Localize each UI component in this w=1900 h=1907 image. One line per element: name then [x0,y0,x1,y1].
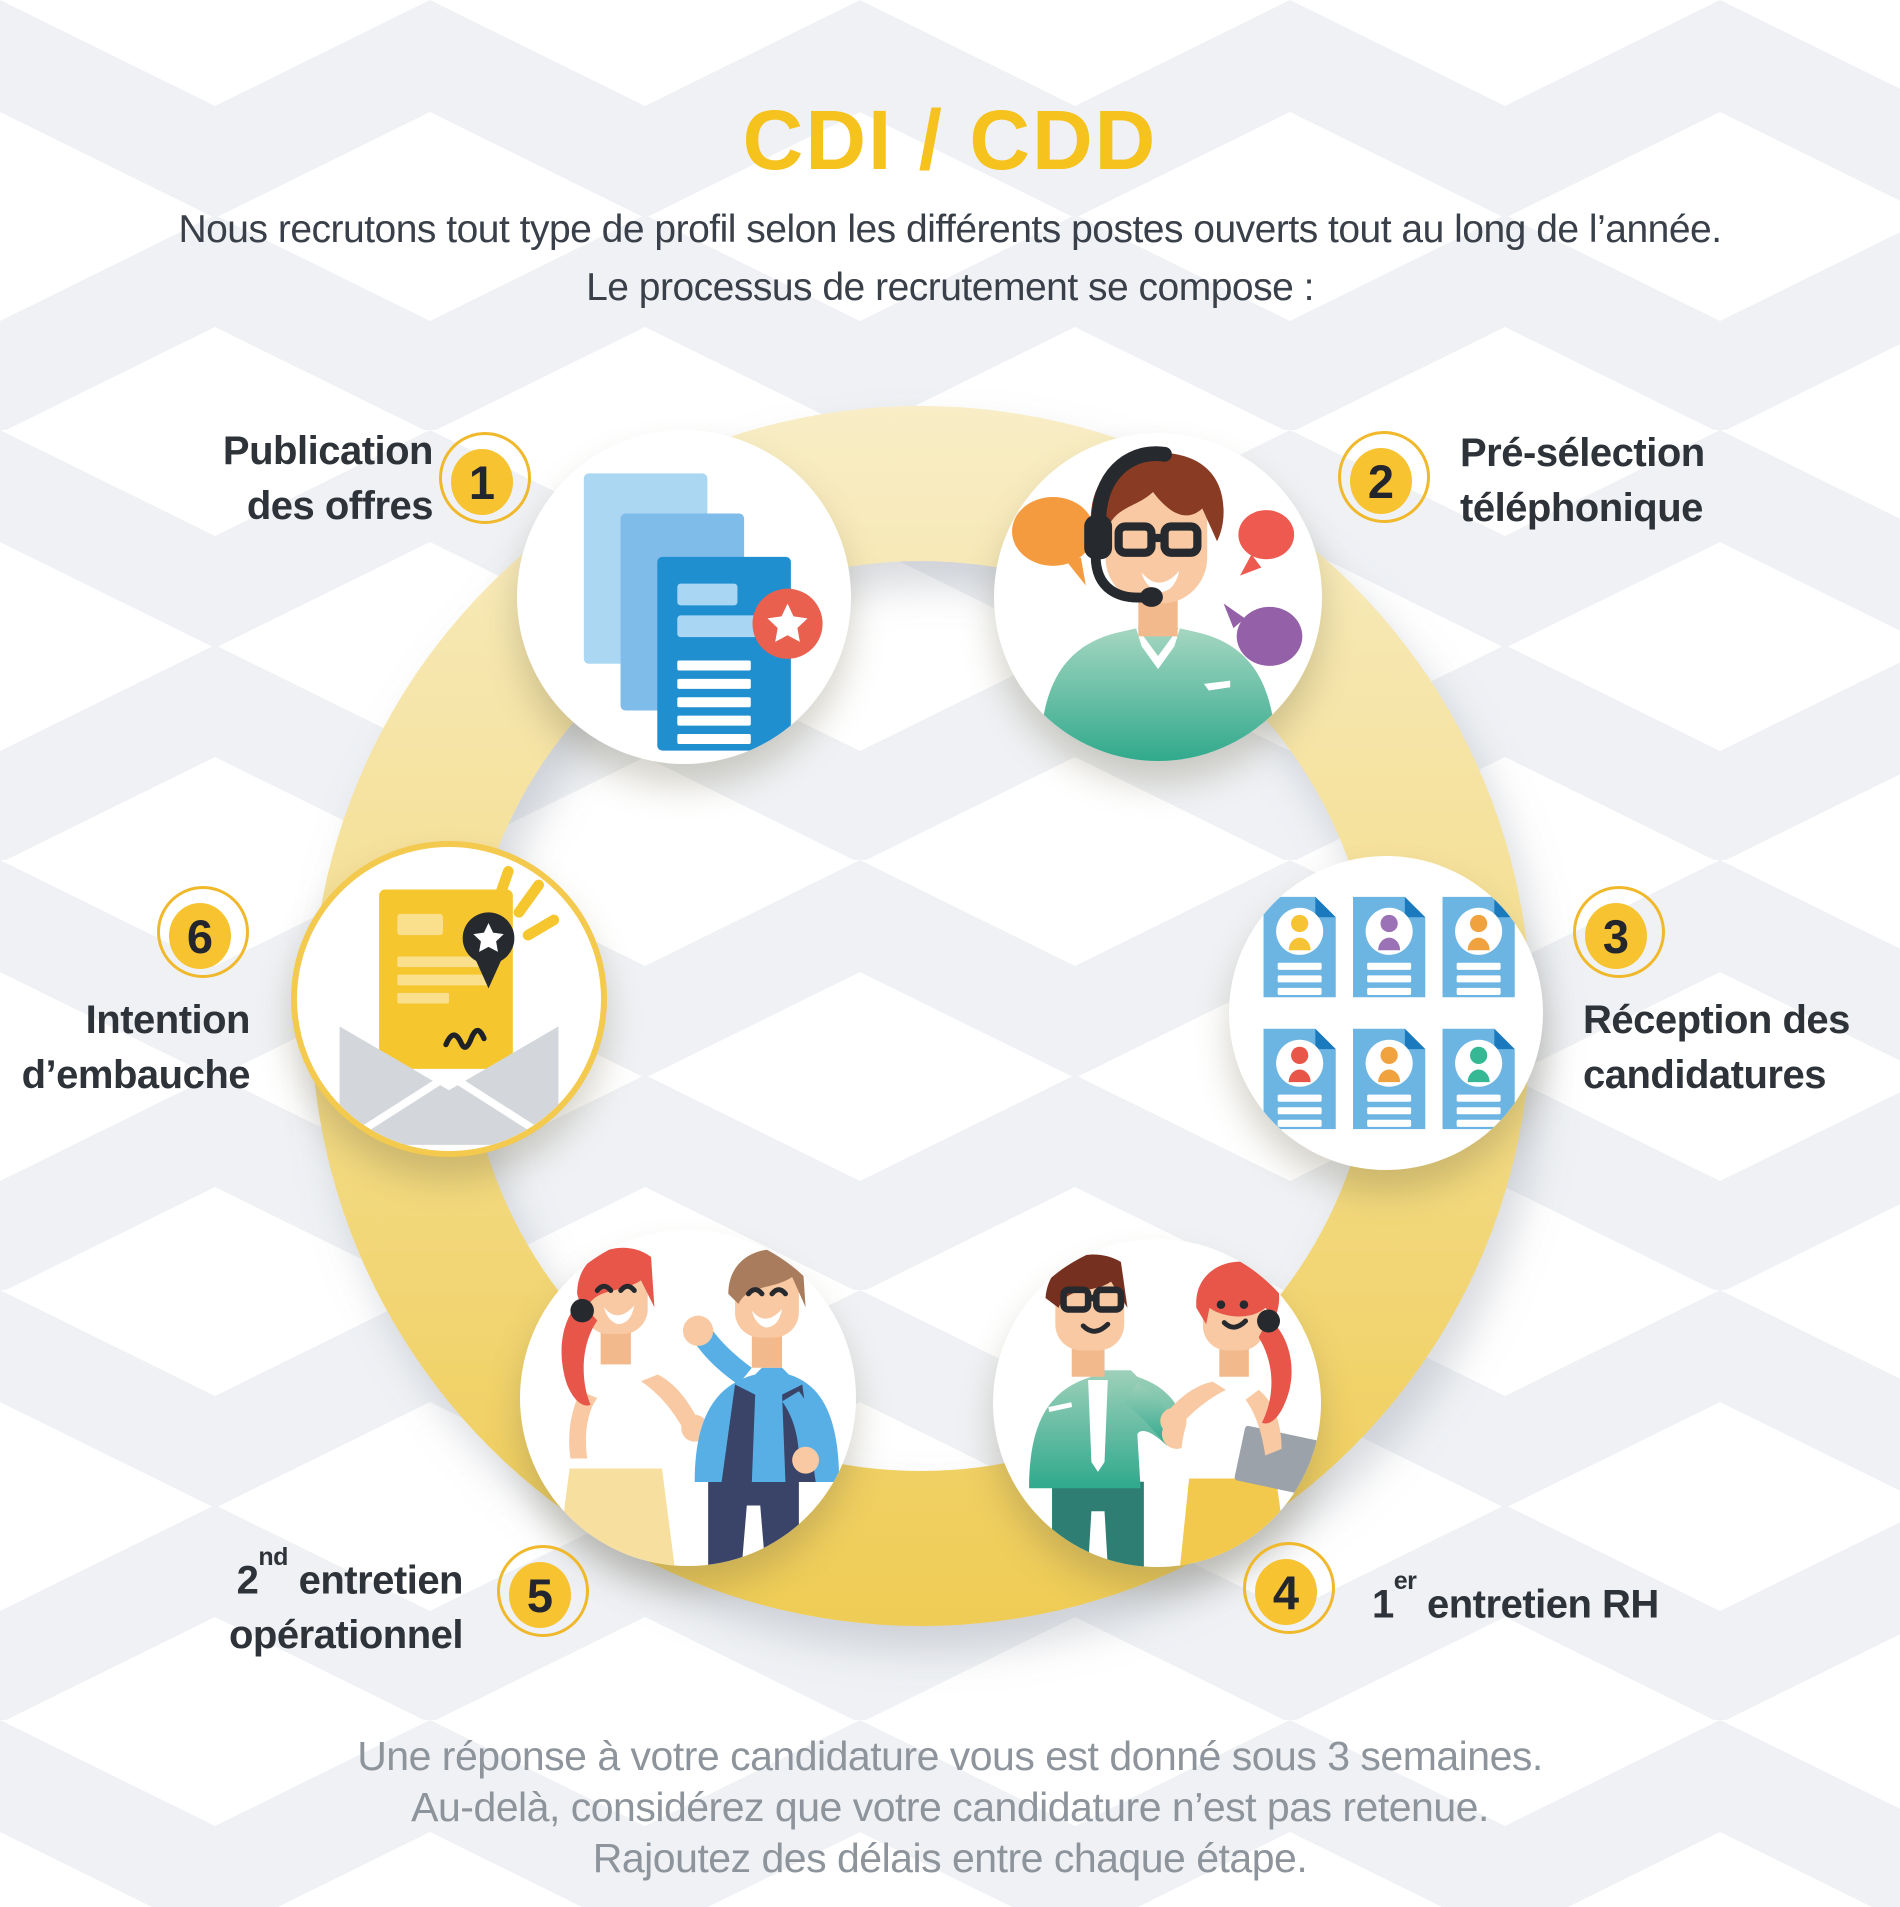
step-number: 5 [526,1568,554,1622]
badge-fill [1585,903,1647,969]
step-6-label: Intention d’embauche [21,993,251,1103]
step-3-circle [1229,856,1543,1170]
footer-line2: Au-delà, considérez que votre candidatur… [411,1784,1489,1830]
badge-fill [1350,448,1412,514]
step-2-number-badge: 2 [1338,431,1430,523]
step-2-label-line1: Pré-sélection [1460,431,1705,475]
footer-line1: Une réponse à votre candidature vous est… [357,1733,1543,1779]
step-3-label: Réception des candidatures [1583,993,1850,1103]
job-offer-documents-icon [583,473,823,751]
step-4-circle [993,1239,1321,1567]
cv-doc-3 [1442,896,1515,998]
step-number: 6 [186,909,214,963]
step-number: 3 [1602,909,1630,963]
step-1-label: Publication des offres [222,424,434,534]
step-number: 1 [468,455,496,509]
cv-doc-2 [1353,896,1426,998]
step-5-circle [520,1230,856,1566]
step-number: 4 [1272,1565,1300,1619]
step-6-number-badge: 6 [157,886,249,978]
cv-doc-6 [1442,1028,1515,1130]
step-6-label-line1: Intention [85,998,251,1042]
footer-note: Une réponse à votre candidature vous est… [0,1731,1900,1884]
step-2-circle [994,433,1322,761]
step-5-number-badge: 5 [497,1545,589,1637]
cv-doc-4 [1263,1028,1336,1130]
operational-interview-icon [556,1247,840,1566]
step-number: 2 [1367,454,1395,508]
step-1-label-line2: des offres [246,484,434,528]
step-5-label-line2: opérationnel [228,1613,464,1658]
step-4-label: 1er entretien RH [1372,1567,1659,1632]
badge-fill [169,903,231,969]
ordinal-suffix: nd [258,1543,288,1571]
badge-fill [1255,1559,1317,1625]
footer-line3: Rajoutez des délais entre chaque étape. [592,1835,1308,1881]
cv-doc-1 [1263,896,1336,998]
subtitle-line2: Le processus de recrutement se compose : [586,266,1314,309]
step-2-label-line2: téléphonique [1460,486,1703,530]
hr-interview-icon [1029,1254,1319,1567]
step-3-label-line1: Réception des [1583,998,1850,1042]
badge-fill [451,449,513,515]
step-1-number-badge: 1 [439,432,531,524]
step-5-label: 2nd entretien opérationnel [228,1543,464,1663]
cv-grid-icon [1263,896,1515,1130]
badge-fill [509,1562,571,1628]
subtitle-line1: Nous recrutons tout type de profil selon… [178,208,1722,251]
ordinal-suffix: er [1393,1567,1417,1595]
cv-doc-5 [1353,1028,1426,1130]
page-title: CDI / CDD [742,93,1158,187]
step-1-label-line1: Publication [222,429,434,473]
step-4-label-line1: 1er entretien RH [1372,1567,1659,1627]
step-3-label-line2: candidatures [1583,1053,1826,1097]
step-6-circle [291,841,607,1157]
step-4-number-badge: 4 [1243,1542,1335,1634]
phone-agent-icon [1012,446,1303,761]
step-3-number-badge: 3 [1573,886,1665,978]
step-5-label-line1: 2nd entretien [236,1543,464,1603]
step-6-label-line2: d’embauche [21,1053,251,1097]
step-1-circle [517,430,851,764]
hiring-letter-icon [337,866,561,1149]
step-2-label: Pré-sélection téléphonique [1460,426,1705,536]
